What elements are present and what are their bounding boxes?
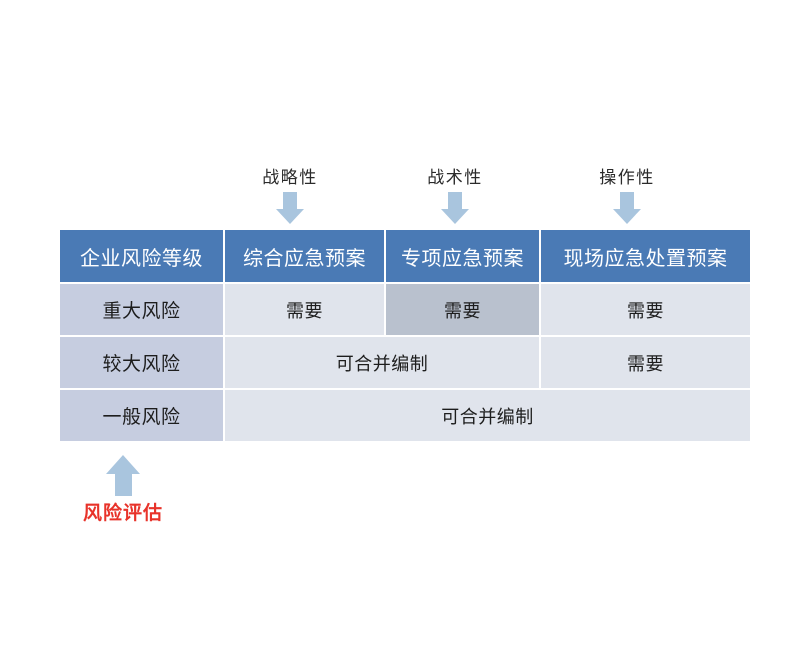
table-column-header-1: 综合应急预案	[225, 230, 384, 282]
row-header-risk-level-2: 一般风险	[60, 390, 223, 441]
table-body: 重大风险需要需要需要较大风险可合并编制需要一般风险可合并编制	[60, 284, 750, 441]
table-cell-r1-c0: 可合并编制	[225, 337, 539, 388]
column-note-arrow-down-icon-2	[613, 192, 641, 224]
table-cell-r0-c1: 需要	[386, 284, 539, 335]
table-row: 较大风险可合并编制需要	[60, 337, 750, 388]
column-note-arrow-down-icon-0	[276, 192, 304, 224]
column-note-label-2: 操作性	[599, 168, 655, 188]
arrow-down-shaft	[448, 192, 462, 209]
table-cell-r0-c0: 需要	[225, 284, 384, 335]
column-note-arrow-down-icon-1	[441, 192, 469, 224]
table-cell-r1-c1: 需要	[541, 337, 750, 388]
row-header-risk-level-0: 重大风险	[60, 284, 223, 335]
arrow-up-shaft	[114, 474, 132, 496]
risk-plan-table: 企业风险等级综合应急预案专项应急预案现场应急处置预案 重大风险需要需要需要较大风…	[58, 228, 752, 443]
table-column-header-2: 专项应急预案	[386, 230, 539, 282]
arrow-up-head	[106, 455, 140, 474]
column-note-label-0: 战略性	[262, 168, 318, 188]
table-cell-r0-c2: 需要	[541, 284, 750, 335]
risk-assessment-note: 风险评估	[82, 502, 164, 524]
table-header-row-group: 企业风险等级综合应急预案专项应急预案现场应急处置预案	[60, 230, 750, 282]
table-row: 重大风险需要需要需要	[60, 284, 750, 335]
risk-assessment-arrow-up-icon	[106, 455, 140, 496]
table-column-header-0: 企业风险等级	[60, 230, 223, 282]
arrow-down-head	[613, 209, 641, 224]
table-row: 一般风险可合并编制	[60, 390, 750, 441]
column-note-label-1: 战术性	[427, 168, 483, 188]
table-column-header-3: 现场应急处置预案	[541, 230, 750, 282]
arrow-down-shaft	[620, 192, 634, 209]
arrow-down-head	[441, 209, 469, 224]
table-header-row: 企业风险等级综合应急预案专项应急预案现场应急处置预案	[60, 230, 750, 282]
arrow-down-shaft	[283, 192, 297, 209]
table-cell-r2-c0: 可合并编制	[225, 390, 750, 441]
arrow-down-head	[276, 209, 304, 224]
row-header-risk-level-1: 较大风险	[60, 337, 223, 388]
